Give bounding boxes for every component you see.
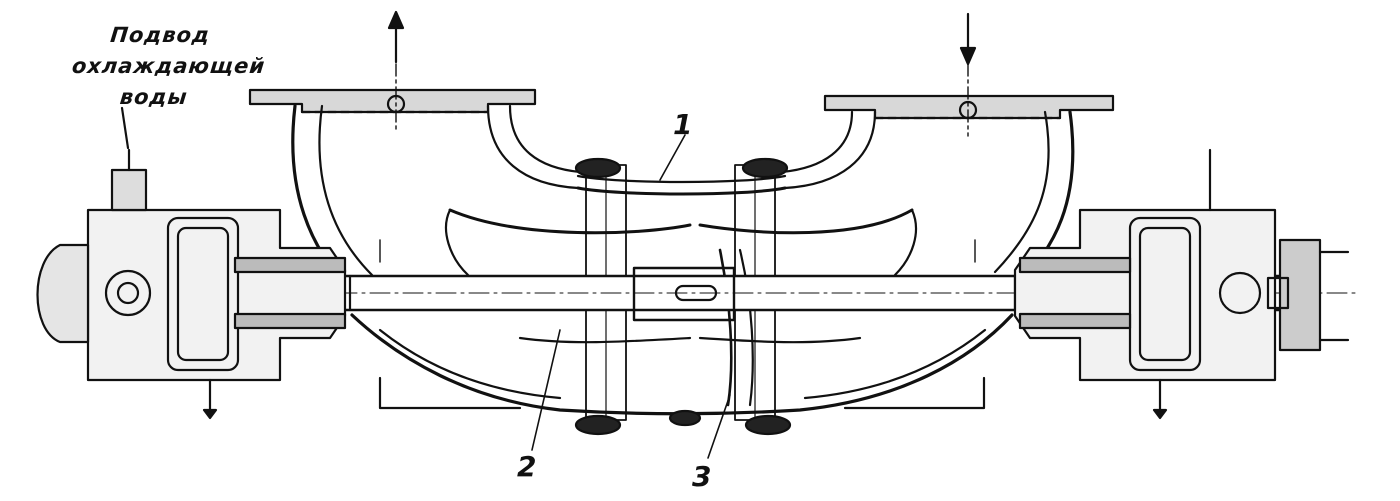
- note-line-3: воды: [118, 85, 189, 109]
- cooling-water-note: Подвод охлаждающей воды: [67, 20, 267, 113]
- cooling-water-fitting: [110, 106, 148, 212]
- left-bearing-housing: [36, 208, 347, 420]
- leader-line-3: [707, 394, 731, 459]
- leader-line-2: [531, 329, 561, 451]
- right-bearing-housing: [1013, 148, 1277, 420]
- coupling-flange: [1266, 238, 1350, 352]
- callout-label-3: 3: [692, 460, 712, 493]
- bottom-bolt-right: [744, 414, 792, 436]
- suction-casing: [780, 63, 1115, 292]
- bottom-bolt-center: [668, 409, 702, 427]
- base-feet: [378, 376, 986, 410]
- callout-label-1: 1: [673, 108, 693, 141]
- note-line-2: охлаждающей: [70, 54, 267, 78]
- top-bolt-right: [741, 157, 789, 179]
- leader-line-1: [659, 134, 686, 181]
- bottom-bolt-left: [574, 414, 622, 436]
- inlet-flow-arrow: [959, 12, 977, 66]
- outlet-flow-arrow: [387, 10, 405, 64]
- note-line-1: Подвод: [109, 23, 212, 47]
- callout-label-2: 2: [517, 450, 537, 483]
- top-bolt-left: [574, 157, 622, 179]
- discharge-casing: [248, 63, 582, 292]
